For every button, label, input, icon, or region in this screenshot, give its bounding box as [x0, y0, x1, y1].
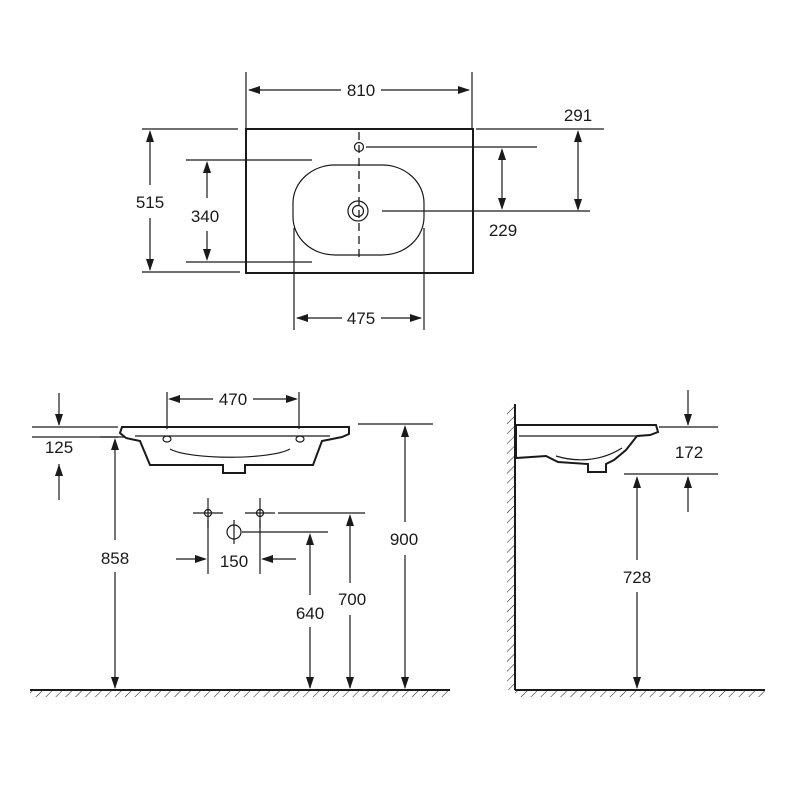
overflow-hole-right-icon: [295, 435, 305, 443]
dim-supply-150: 150: [220, 552, 248, 571]
dim-depth-515: 515: [136, 193, 164, 212]
basin-top-outline: [245, 128, 474, 274]
basin-front-outline: [118, 426, 350, 474]
dim-229: 229: [489, 221, 517, 240]
top-view: 810 515 340 291 229: [136, 72, 604, 330]
supply-right-icon: [255, 508, 265, 518]
drain-icon: [347, 200, 369, 222]
dim-overflow-470: 470: [219, 390, 247, 409]
waste-outlet-icon: [226, 524, 242, 540]
dim-bowl-width-475: 475: [347, 309, 375, 328]
dim-bowl-depth-340: 340: [191, 207, 219, 226]
dim-291: 291: [564, 106, 592, 125]
dim-supply-700: 700: [338, 590, 366, 609]
overflow-hole-left-icon: [162, 435, 172, 443]
side-view: 172 728: [507, 390, 765, 697]
dim-waste-640: 640: [296, 604, 324, 623]
side-floor-hatch: [515, 690, 765, 697]
dim-basin-depth-172: 172: [675, 443, 703, 462]
supply-left-icon: [203, 508, 213, 518]
wall-hatch: [507, 404, 515, 690]
dim-width-810: 810: [347, 81, 375, 100]
front-view: 470 125 858 150: [30, 390, 450, 697]
dim-rim-height-858: 858: [101, 549, 129, 568]
dim-underside-728: 728: [623, 568, 651, 587]
dim-total-900: 900: [390, 530, 418, 549]
basin-side-outline: [515, 424, 660, 473]
dim-rim-125: 125: [45, 438, 73, 457]
floor-hatch: [30, 690, 450, 697]
